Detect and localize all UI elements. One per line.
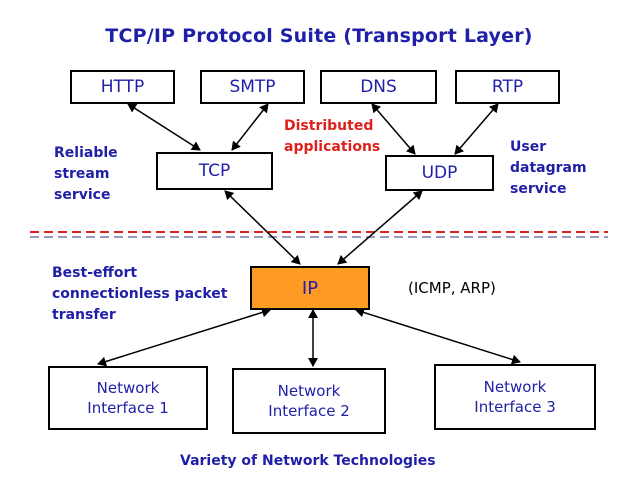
network-interface-3: Network Interface 3 <box>434 364 596 430</box>
network-interface-1: Network Interface 1 <box>48 366 208 430</box>
http-box: HTTP <box>70 70 175 104</box>
variety-label: Variety of Network Technologies <box>180 453 436 469</box>
arrow-dns-udp <box>371 103 416 155</box>
dns-box: DNS <box>320 70 437 104</box>
reliable-stream-label: Reliable stream service <box>54 145 118 203</box>
arrow-ip-if1 <box>97 307 271 367</box>
udp-box: UDP <box>385 155 494 191</box>
best-effort-label: Best-effort connectionless packet transf… <box>52 265 228 323</box>
ip-protocols-note: (ICMP, ARP) <box>408 279 496 297</box>
distributed-applications-label: Distributed applications <box>284 118 381 155</box>
diagram-title: TCP/IP Protocol Suite (Transport Layer) <box>105 25 533 47</box>
user-datagram-label: User datagram service <box>510 139 587 197</box>
rtp-box: RTP <box>455 70 560 104</box>
tcp-box: TCP <box>156 152 273 190</box>
network-interface-2: Network Interface 2 <box>232 368 386 434</box>
arrow-tcp-ip <box>224 190 301 265</box>
arrow-http-tcp <box>127 103 201 151</box>
arrow-ip-if3 <box>355 307 521 365</box>
arrow-smtp-tcp <box>231 103 269 151</box>
smtp-box: SMTP <box>200 70 305 104</box>
ip-box: IP <box>250 266 370 310</box>
arrow-rtp-udp <box>454 103 499 155</box>
arrow-udp-ip <box>337 190 423 265</box>
